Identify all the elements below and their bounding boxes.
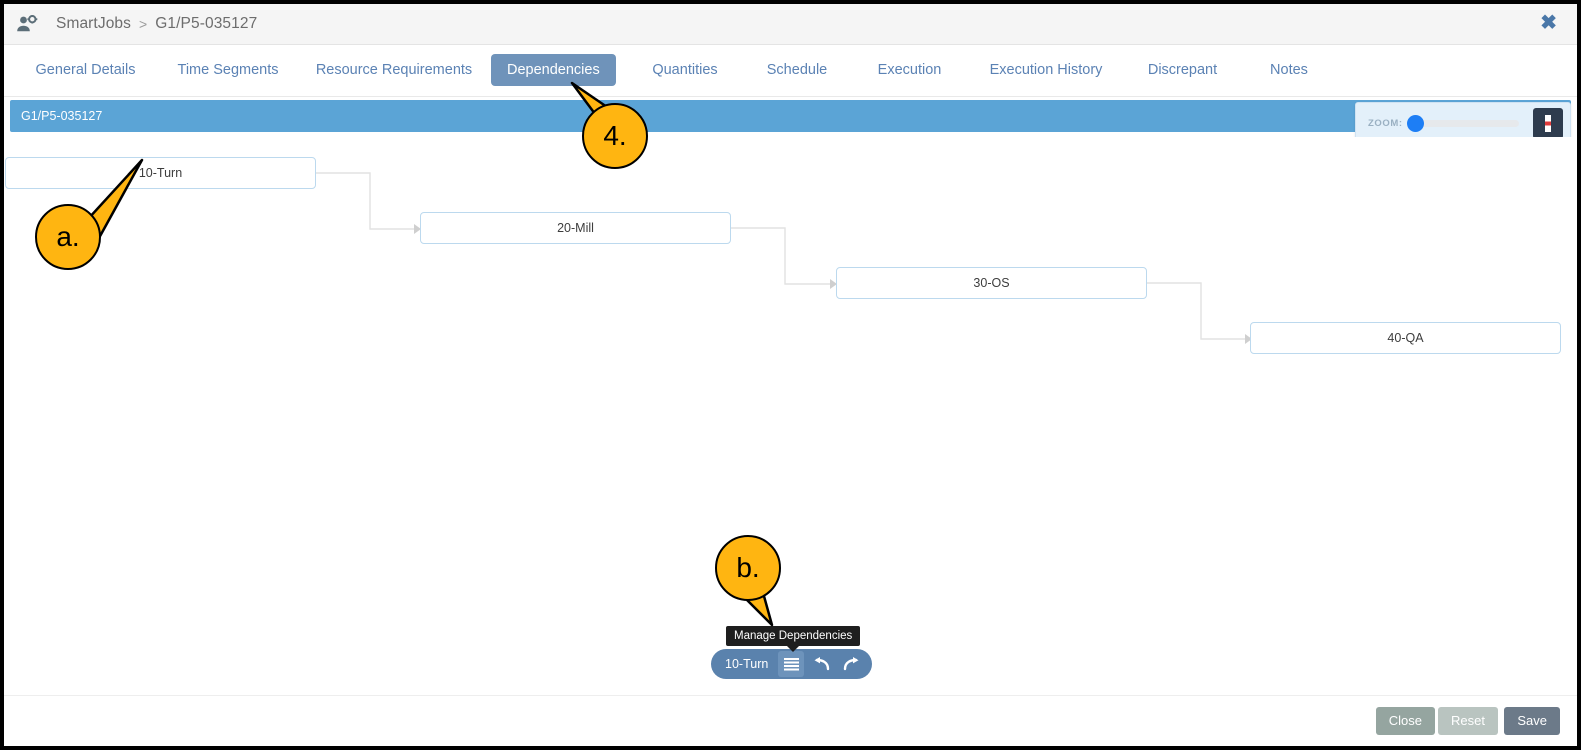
callout-4-label: 4. (603, 120, 627, 151)
tab-time-segments[interactable]: Time Segments (177, 62, 279, 78)
undo-icon[interactable] (808, 651, 834, 677)
zoom-slider[interactable] (1406, 114, 1519, 132)
tab-resource-requirements[interactable]: Resource Requirements (315, 62, 473, 78)
tab-bar: General Details Time Segments Resource Req… (4, 45, 1577, 97)
callout-a: a. (35, 204, 101, 270)
callout-b-label: b. (736, 552, 760, 583)
breadcrumb-separator: > (138, 16, 148, 32)
manage-dependencies-tooltip: Manage Dependencies (726, 626, 861, 652)
tab-execution[interactable]: Execution (877, 62, 942, 78)
redo-icon[interactable] (838, 651, 864, 677)
tab-notes[interactable]: Notes (1270, 62, 1308, 78)
breadcrumb: SmartJobs > G1/P5-035127 (56, 15, 257, 33)
tab-quantities[interactable]: Quantities (652, 62, 718, 78)
window-footer: Close Reset Save (4, 695, 1577, 746)
tab-execution-history[interactable]: Execution History (989, 62, 1103, 78)
callout-a-label: a. (56, 221, 80, 252)
diagram-toolbar: G1/P5-035127 (10, 100, 1571, 132)
diagram-title: G1/P5-035127 (21, 109, 103, 123)
diagram-node[interactable]: 30-OS (836, 267, 1147, 299)
dependency-diagram-canvas[interactable]: 10-Turn 20-Mill 30-OS 40-QA a. b. Manage De… (4, 137, 1577, 695)
pill-node-label: 10-Turn (725, 657, 769, 671)
selected-node-toolbar: 10-Turn (711, 649, 873, 679)
zoom-label: ZOOM: (1368, 117, 1403, 129)
zoom-slider-handle[interactable] (1406, 114, 1424, 132)
reset-button[interactable]: Reset (1438, 707, 1498, 735)
diagram-node[interactable]: 10-Turn (5, 157, 316, 189)
diagram-options-button[interactable] (1533, 108, 1563, 139)
breadcrumb-current: G1/P5-035127 (155, 15, 258, 32)
window-header: SmartJobs > G1/P5-035127 ✖ (4, 4, 1577, 45)
tab-schedule[interactable]: Schedule (766, 62, 828, 78)
callout-b: b. (715, 535, 781, 601)
callout-4: 4. (582, 103, 648, 169)
diagram-node[interactable]: 20-Mill (420, 212, 731, 244)
save-button[interactable]: Save (1504, 707, 1560, 735)
tab-dependencies[interactable]: Dependencies (491, 54, 616, 86)
diagram-node[interactable]: 40-QA (1250, 322, 1561, 354)
manage-dependencies-icon[interactable] (778, 651, 805, 677)
breadcrumb-root[interactable]: SmartJobs (56, 15, 131, 32)
tab-general-details[interactable]: General Details (35, 62, 136, 78)
job-detail-window: SmartJobs > G1/P5-035127 ✖ General Detai… (4, 4, 1577, 746)
vertical-dots-icon (1545, 115, 1551, 132)
tab-discrepant[interactable]: Discrepant (1147, 62, 1218, 78)
close-icon[interactable]: ✖ (1540, 12, 1557, 34)
user-gear-icon (16, 13, 38, 35)
close-button[interactable]: Close (1375, 707, 1435, 735)
connector-lines (316, 172, 1252, 344)
